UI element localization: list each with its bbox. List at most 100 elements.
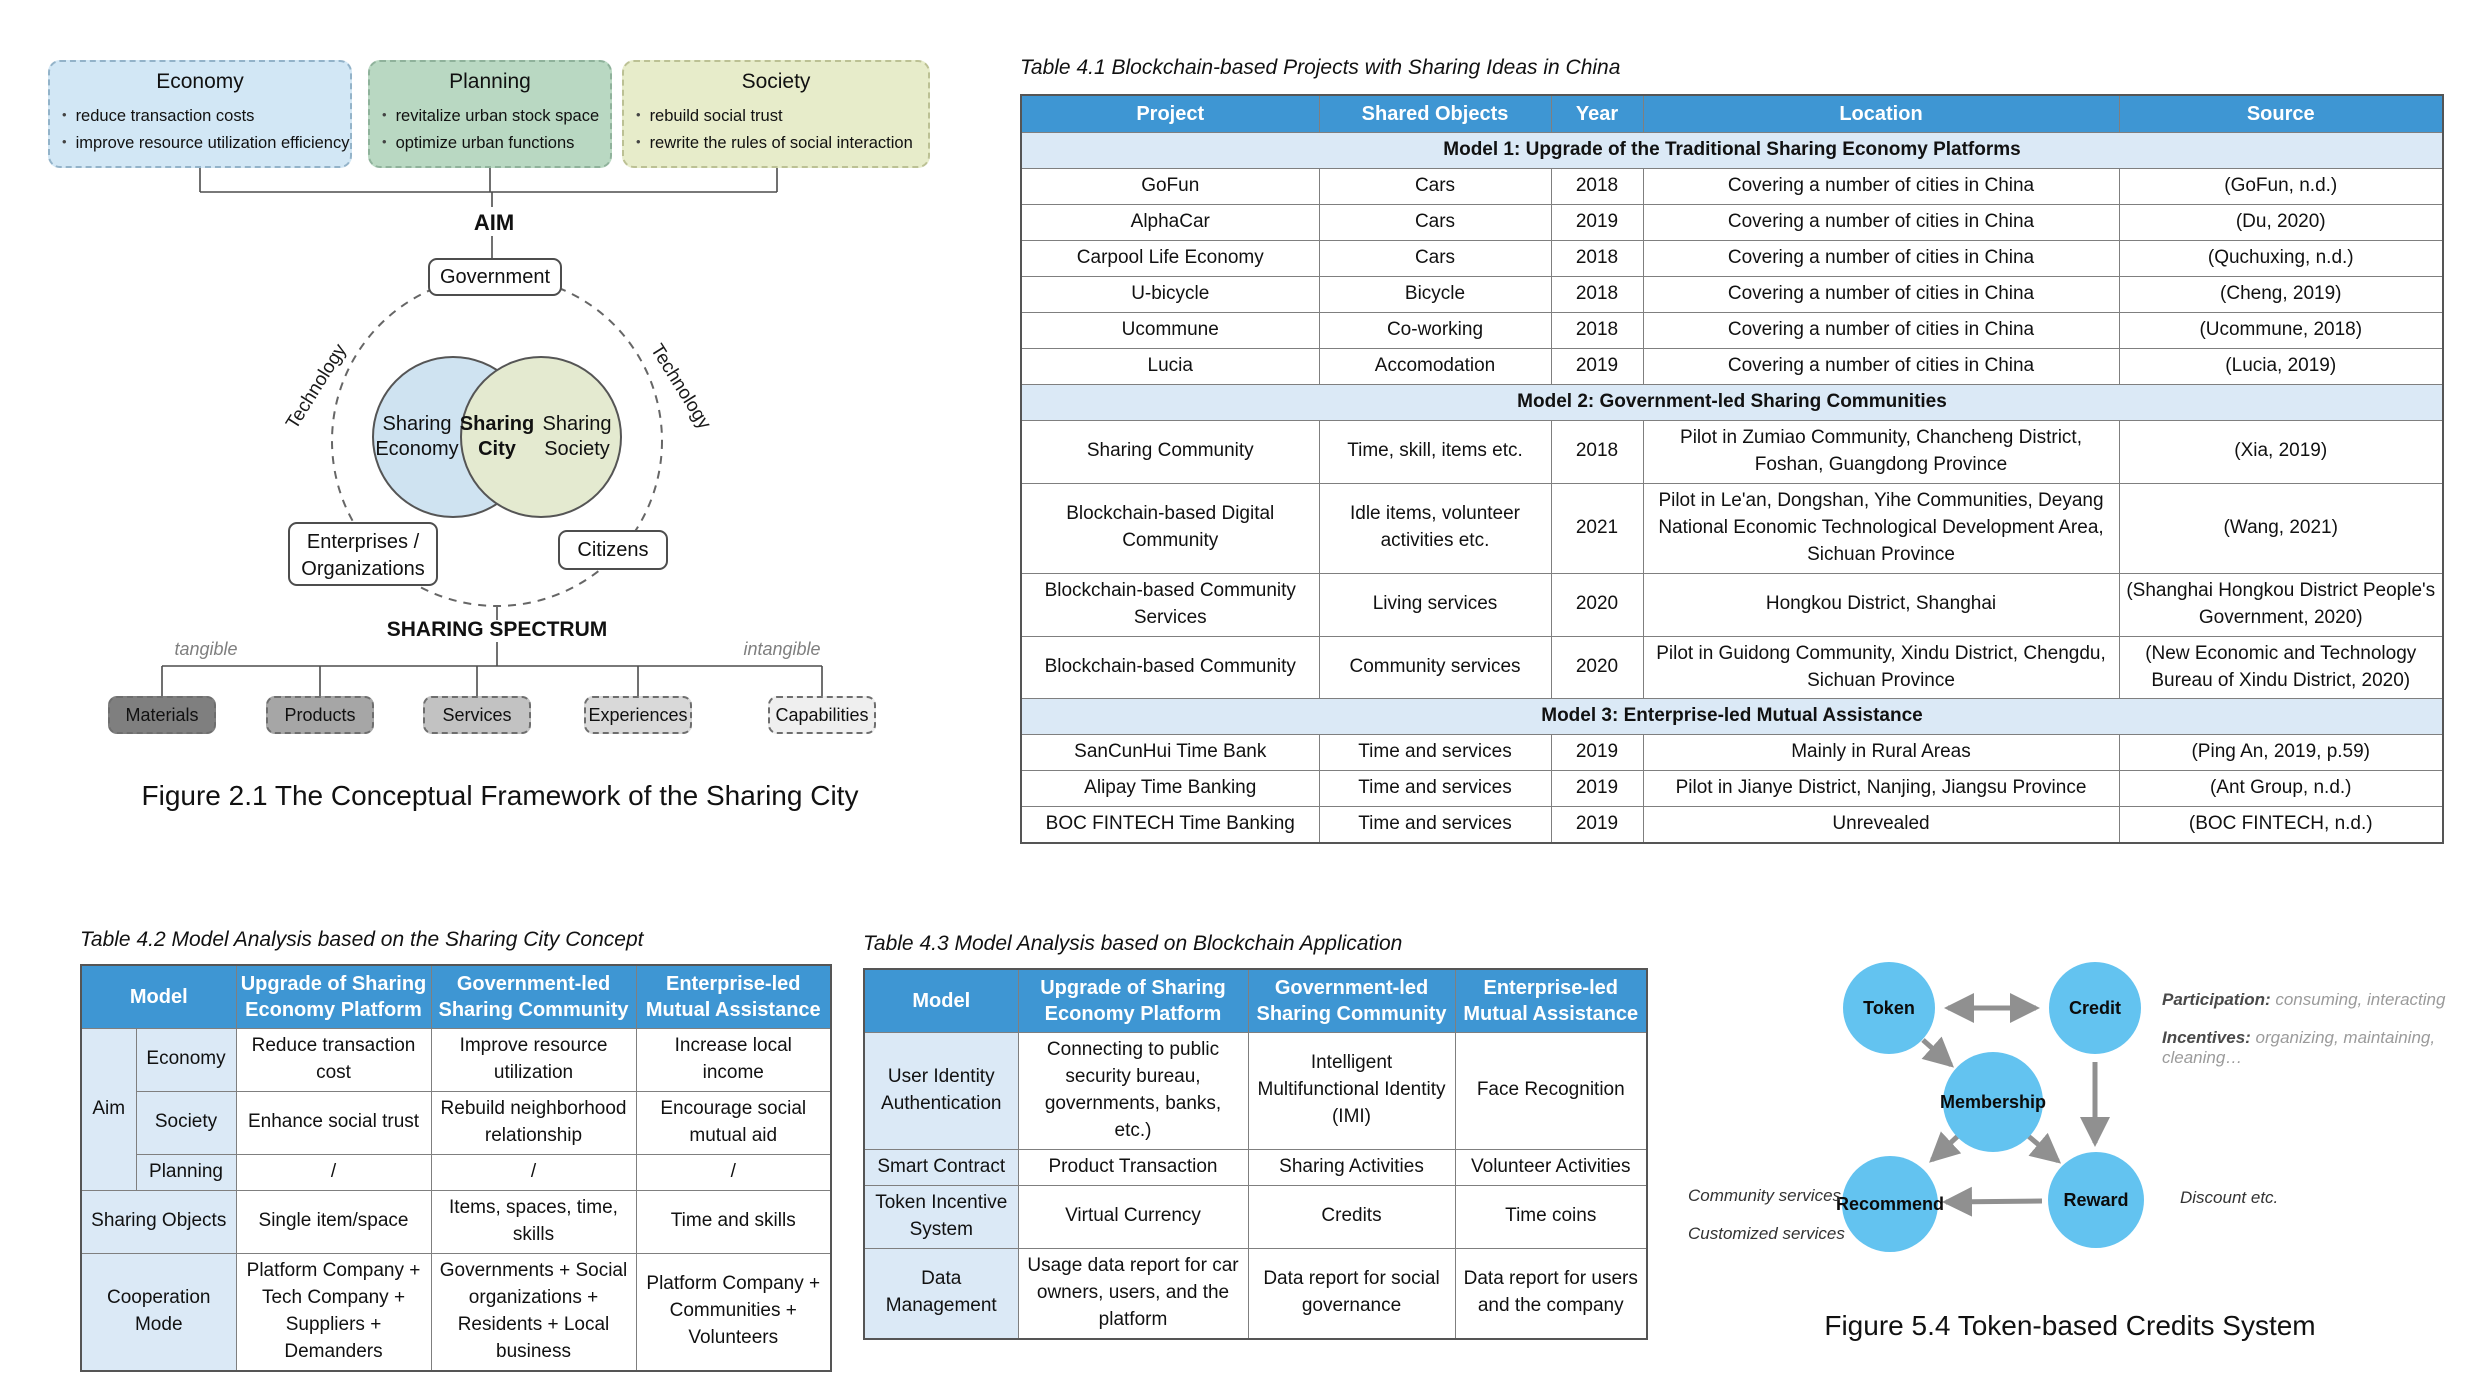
bullet-item: •rebuild social trust (636, 103, 928, 130)
table-cell: Time and skills (635, 1189, 832, 1254)
column-header-upgrade-of-sharing-economy-platform: Upgrade of Sharing Economy Platform (235, 964, 432, 1029)
section-header: Model 1: Upgrade of the Traditional Shar… (1020, 132, 2444, 169)
table-4-2-title: Table 4.2 Model Analysis based on the Sh… (80, 928, 644, 951)
table-cell: Data report for users and the company (1454, 1247, 1648, 1340)
table-cell: Data report for social governance (1247, 1247, 1456, 1340)
arrow-reward-recommend (1942, 1186, 2043, 1217)
table-cell: (Shanghai Hongkou District People's Gove… (2118, 572, 2444, 637)
section-header: Model 2: Government-led Sharing Communit… (1020, 383, 2444, 421)
concept-box-economy: Economy•reduce transaction costs•improve… (48, 60, 352, 168)
section-row: Model 3: Enterprise-led Mutual Assistanc… (1020, 698, 2444, 736)
annotation-customized-services: Customized services (1688, 1224, 1845, 1243)
table-cell: Covering a number of cities in China (1642, 203, 2120, 241)
column-header-enterprise-led-mutual-assistance: Enterprise-led Mutual Assistance (1454, 968, 1648, 1033)
table-cell: Blockchain-based Community (1020, 635, 1320, 700)
section-row: Model 2: Government-led Sharing Communit… (1020, 383, 2444, 421)
table-cell: Ucommune (1020, 311, 1320, 349)
row-label-token-incentive-system: Token Incentive System (863, 1184, 1019, 1249)
column-header-shared-objects: Shared Objects (1318, 94, 1552, 133)
table-cell: (Xia, 2019) (2118, 419, 2444, 484)
table-cell: Cars (1318, 203, 1552, 241)
bullet-text: revitalize urban stock space (395, 107, 600, 125)
table-cell: (Ucommune, 2018) (2118, 311, 2444, 349)
table-cell: Improve resource utilization (430, 1028, 637, 1092)
table-cell: / (635, 1153, 832, 1191)
column-header-government-led-sharing-community: Government-led Sharing Community (1247, 968, 1456, 1033)
row-label-data-management: Data Management (863, 1247, 1019, 1340)
table-cell: 2018 (1550, 419, 1644, 484)
spectrum-box-materials: Materials (108, 696, 216, 734)
bullet-item: •optimize urban functions (382, 130, 610, 157)
table-cell: GoFun (1020, 167, 1320, 205)
annotation-community-services: Community services (1688, 1186, 1842, 1205)
bullet-text: optimize urban functions (395, 134, 575, 153)
bullet-item: •rewrite the rules of social interaction (636, 130, 928, 157)
annotation-incentives: Incentives: organizing, maintaining, cle… (2162, 1028, 2486, 1068)
table-cell: 2018 (1550, 275, 1644, 313)
arrow-membership-reward (2025, 1132, 2062, 1164)
table-cell: Sharing Community (1020, 419, 1320, 484)
table-4-1-title: Table 4.1 Blockchain-based Projects with… (1020, 56, 1621, 79)
table-cell: (Wang, 2021) (2118, 482, 2444, 574)
table-cell: Pilot in Le'an, Dongshan, Yihe Communiti… (1642, 482, 2120, 574)
incentives-text: organizing, maintaining, cleaning… (2162, 1028, 2436, 1067)
table-4-3: Table 4.3 Model Analysis based on Blockc… (863, 932, 1648, 1340)
arrow-membership-recommend (1929, 1131, 1962, 1163)
table-cell: Cars (1318, 239, 1552, 277)
table-row: Planning/// (81, 1153, 832, 1191)
table-cell: BOC FINTECH Time Banking (1020, 806, 1320, 844)
table-cell: Intelligent Multifunctional Identity (IM… (1247, 1032, 1456, 1150)
table-cell: Unrevealed (1642, 806, 2120, 844)
table-cell: Co-working (1318, 311, 1552, 349)
row-label-planning: Planning (135, 1153, 237, 1191)
node-membership: Membership (1940, 1052, 2046, 1152)
figure-5-4-arrows (1921, 993, 2110, 1217)
section-header: Model 3: Enterprise-led Mutual Assistanc… (1020, 698, 2444, 736)
table-cell: Product Transaction (1017, 1148, 1249, 1186)
tangible-label: tangible (174, 639, 238, 659)
table-cell: Covering a number of cities in China (1642, 347, 2120, 385)
annotation-participation: Participation: consuming, interacting (2162, 990, 2445, 1010)
row-label-sharing-objects: Sharing Objects (80, 1189, 237, 1254)
bullet-icon: • (62, 107, 67, 122)
table-cell: (GoFun, n.d.) (2118, 167, 2444, 205)
table-cell: Lucia (1020, 347, 1320, 385)
table-cell: Accomodation (1318, 347, 1552, 385)
table-cell: Increase local income (635, 1028, 832, 1092)
government-box: Government (428, 258, 562, 296)
venn-label-sharing-society: Sharing Society (542, 413, 612, 460)
annotation-discount: Discount etc. (2180, 1188, 2279, 1207)
table-cell: Covering a number of cities in China (1642, 239, 2120, 277)
table-cell: (Ping An, 2019, p.59) (2118, 734, 2444, 772)
table-cell: Governments + Social organizations + Res… (430, 1252, 637, 1372)
table-cell: (Ant Group, n.d.) (2118, 770, 2444, 808)
venn-label-sharing-city: Sharing City (459, 413, 535, 460)
table-cell: 2018 (1550, 239, 1644, 277)
venn-circle-sharing-society (460, 356, 622, 518)
table-cell: SanCunHui Time Bank (1020, 734, 1320, 772)
table-cell: Alipay Time Banking (1020, 770, 1320, 808)
table-cell: Blockchain-based Digital Community (1020, 482, 1320, 574)
table-cell: Time and services (1318, 734, 1552, 772)
figure-5-4: Token Credit Membership Recommend Reward… (1680, 940, 2486, 1378)
bullet-icon: • (636, 107, 641, 122)
table-cell: 2018 (1550, 167, 1644, 205)
table-4-1: Table 4.1 Blockchain-based Projects with… (1020, 56, 2444, 845)
row-label-cooperation-mode: Cooperation Mode (80, 1252, 237, 1372)
bullet-item: •revitalize urban stock space (382, 103, 610, 130)
bullet-icon: • (636, 134, 641, 150)
section-row: Model 1: Upgrade of the Traditional Shar… (1020, 132, 2444, 169)
concept-box-title: Economy (156, 70, 244, 93)
column-header-source: Source (2118, 94, 2444, 133)
